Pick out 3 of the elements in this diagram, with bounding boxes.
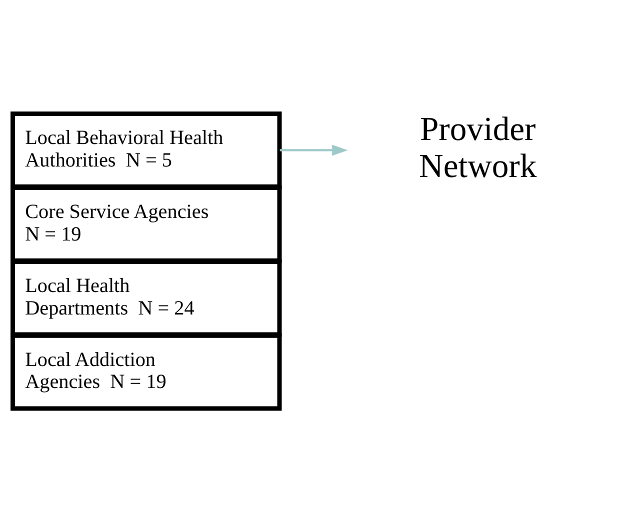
arrow [280,144,348,156]
node-box: Local Behavioral Health Authorities N = 5 [10,111,282,188]
node-text: Provider Network [419,110,537,185]
